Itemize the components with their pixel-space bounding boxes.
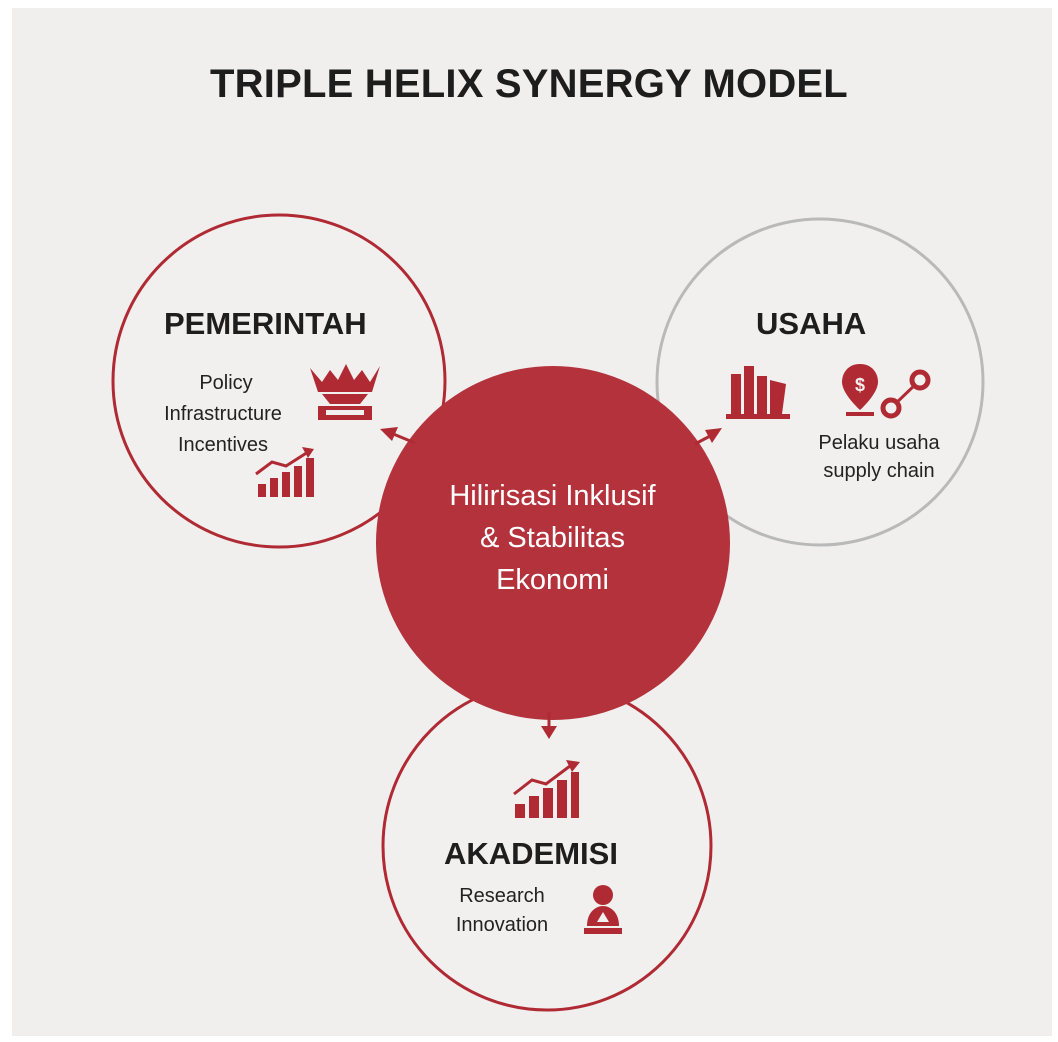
usaha-line-pelaku: Pelaku usaha [818,432,940,454]
industry-bars-icon [726,366,790,419]
center-line-3: Ekonomi [496,564,609,596]
pemerintah-heading: PEMERINTAH [164,306,367,341]
akademisi-line-research: Research [459,885,545,907]
usaha-line-supply-chain: supply chain [823,460,935,482]
person-research-icon [584,885,622,934]
arrow-to-pemerintah [380,427,416,445]
center-label: Hilirisasi Inklusif & Stabilitas Ekonomi [430,475,675,601]
usaha-heading: USAHA [756,306,867,341]
government-building-icon [310,364,380,420]
growth-chart-icon [513,760,580,818]
arrow-to-akademisi [541,712,557,739]
growth-chart-icon [255,447,314,497]
usaha-circle [655,217,985,547]
location-dollar-icon: $ [842,364,878,416]
pemerintah-circle [111,213,447,549]
center-line-1: Hilirisasi Inklusif [449,480,656,512]
pemerintah-line-policy: Policy [199,372,253,394]
diagram-title: TRIPLE HELIX SYNERGY MODEL [210,62,848,106]
pemerintah-line-infrastructure: Infrastructure [164,403,282,425]
center-circle [376,366,730,720]
center-line-2: & Stabilitas [479,522,626,554]
pemerintah-line-incentives: Incentives [177,434,269,456]
network-nodes-icon [880,369,931,419]
svg-text:$: $ [855,375,865,395]
akademisi-line-innovation: Innovation [455,914,549,936]
arrow-to-usaha [694,428,722,446]
akademisi-heading: AKADEMISI [444,836,618,871]
